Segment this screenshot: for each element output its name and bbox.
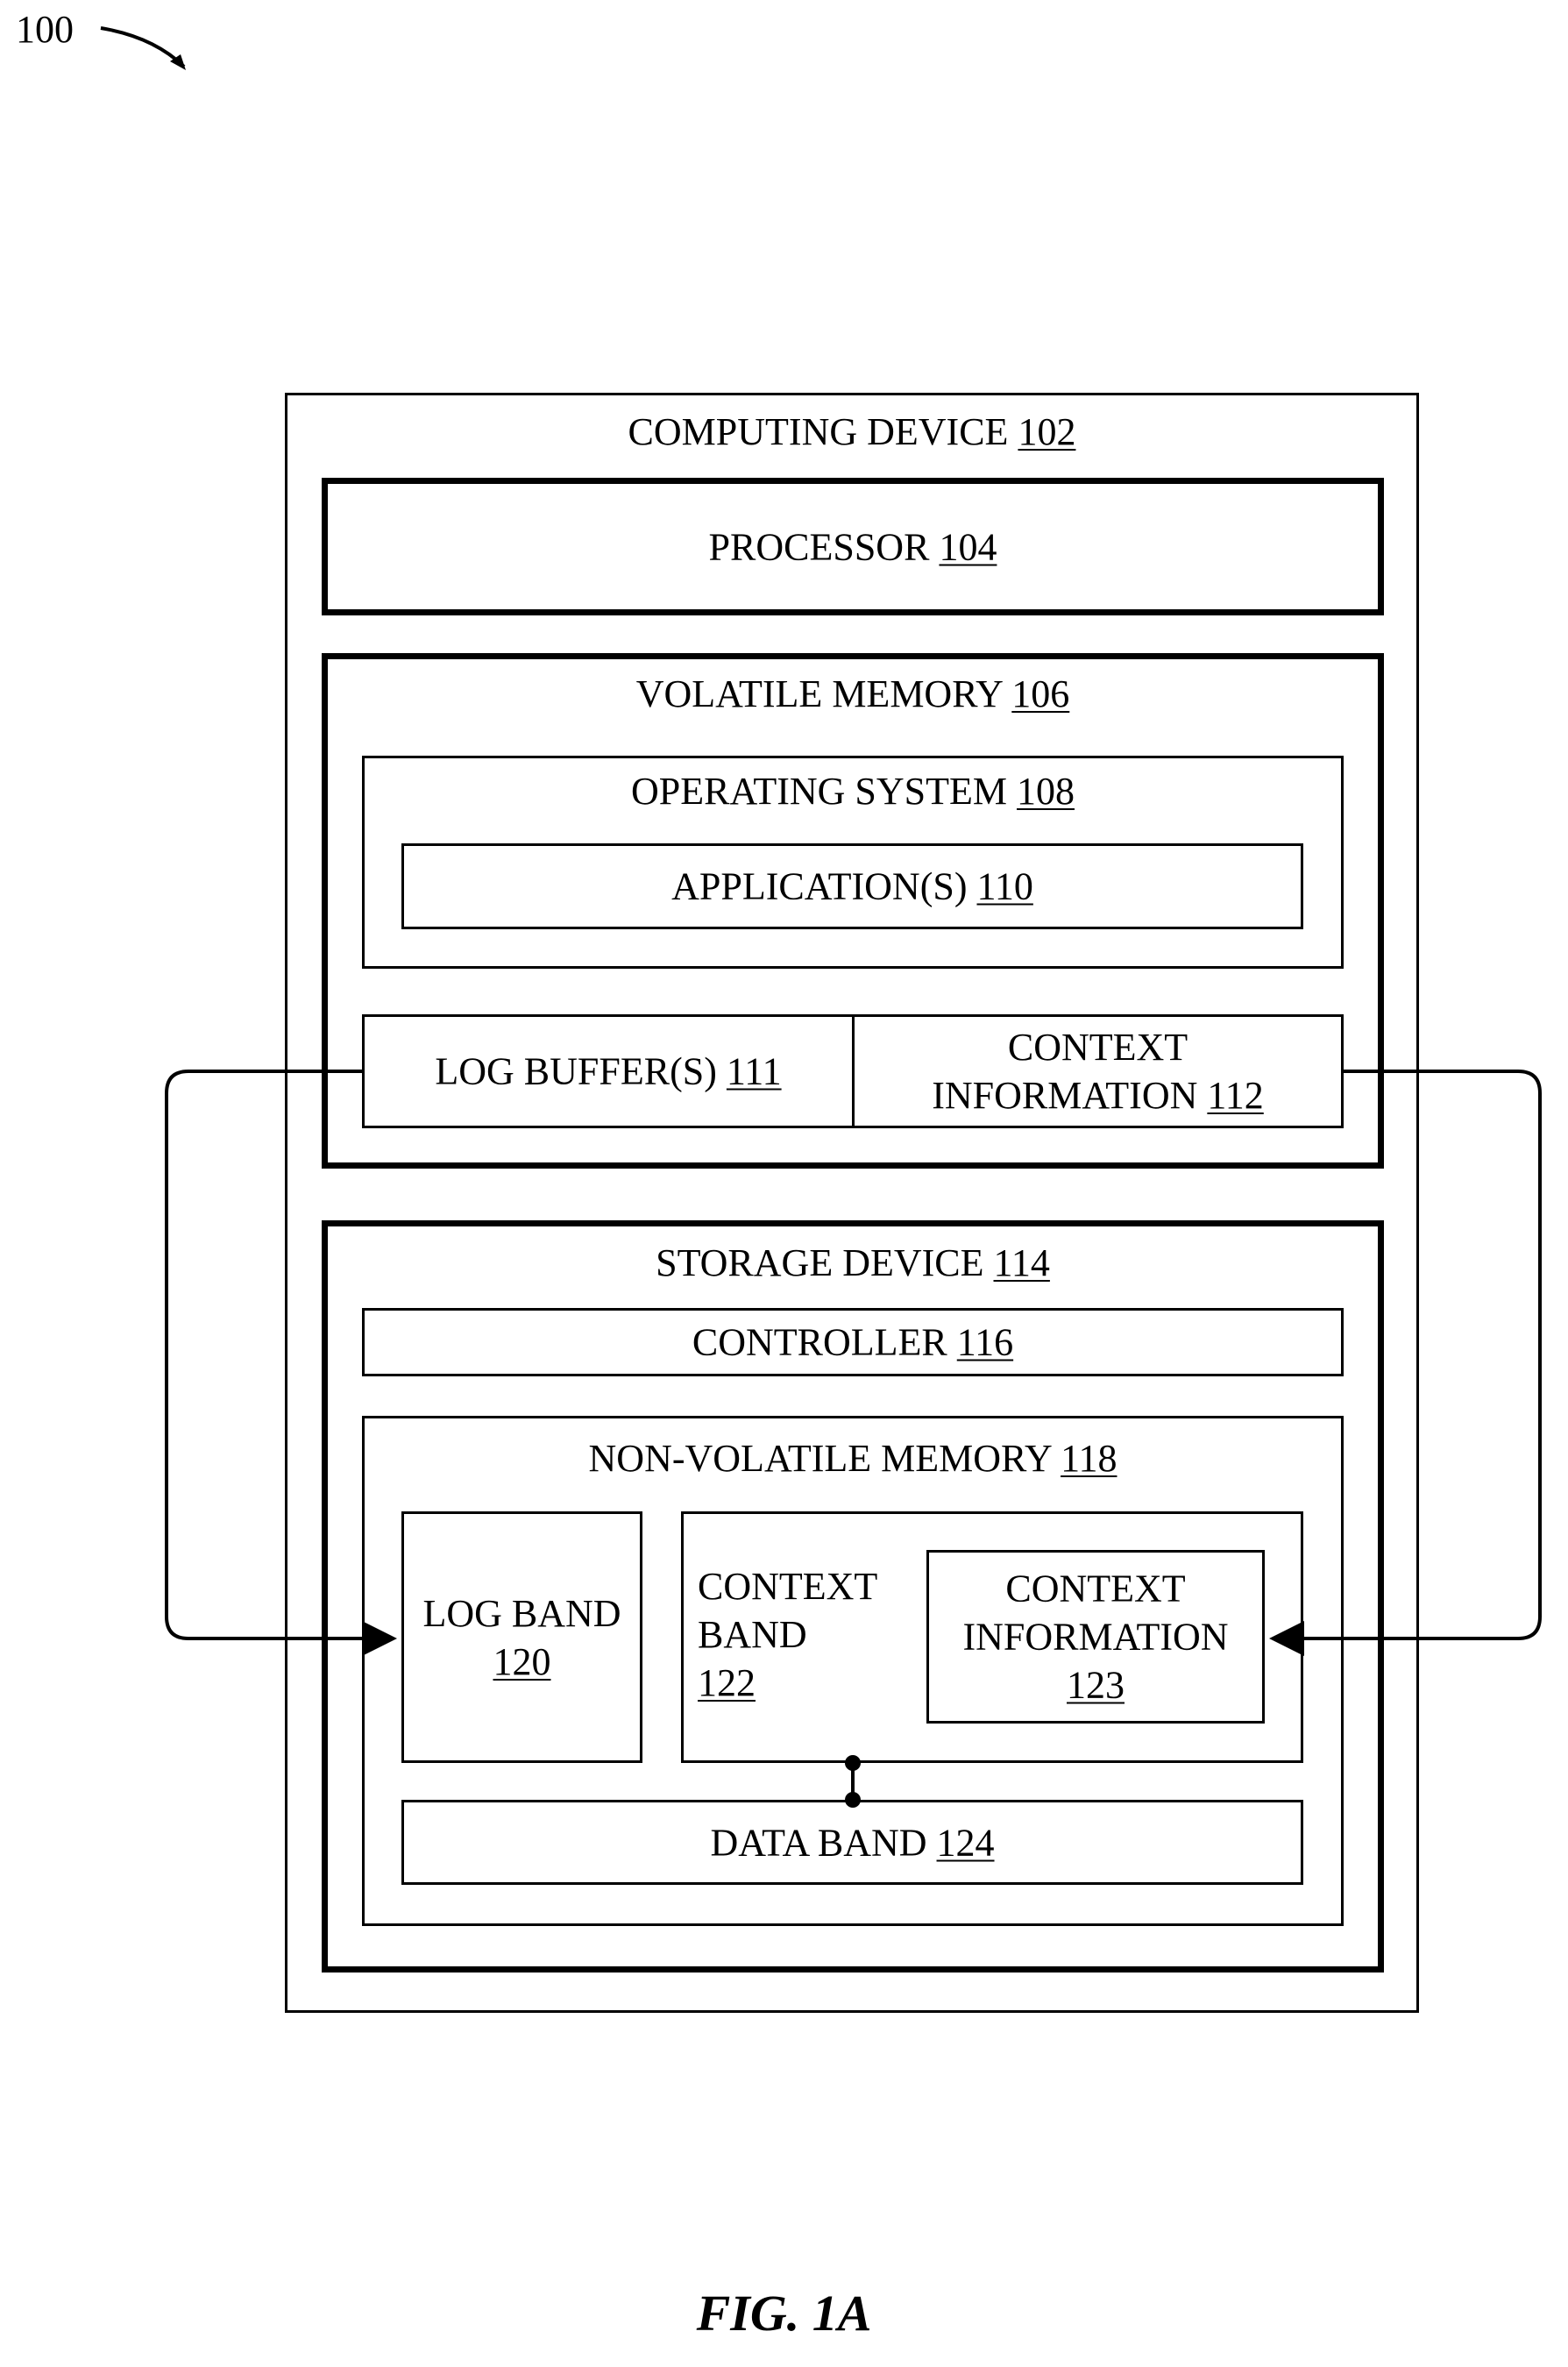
context-information-123-box: CONTEXT INFORMATION 123 [926,1550,1265,1724]
figure-caption: FIG. 1A [0,2284,1568,2342]
controller-box: CONTROLLER 116 [362,1308,1344,1376]
log-band-label: LOG BAND 120 [404,1589,640,1686]
log-buffers-box: LOG BUFFER(S) 111 [362,1014,855,1128]
computing-device-label: COMPUTING DEVICE 102 [287,408,1416,456]
data-band-label: DATA BAND 124 [404,1818,1301,1866]
non-volatile-memory-label: NON-VOLATILE MEMORY 118 [365,1434,1341,1482]
figure-reference-number: 100 [16,7,74,52]
applications-box: APPLICATION(S) 110 [401,843,1303,929]
data-band-box: DATA BAND 124 [401,1800,1303,1885]
volatile-memory-label: VOLATILE MEMORY 106 [328,670,1378,718]
operating-system-label: OPERATING SYSTEM 108 [365,767,1341,815]
controller-label: CONTROLLER 116 [365,1319,1341,1367]
applications-label: APPLICATION(S) 110 [404,863,1301,911]
log-buffers-label: LOG BUFFER(S) 111 [365,1048,852,1096]
log-band-box: LOG BAND 120 [401,1511,642,1763]
context-band-label: CONTEXT BAND 122 [698,1562,877,1707]
figure-reference-arrow [101,28,184,67]
context-information-123-label: CONTEXT INFORMATION 123 [929,1565,1262,1710]
processor-label: PROCESSOR 104 [328,522,1378,571]
figure-reference-arrowhead [170,54,186,70]
context-information-112-box: CONTEXT INFORMATION 112 [852,1014,1344,1128]
storage-device-label: STORAGE DEVICE 114 [328,1239,1378,1287]
processor-box: PROCESSOR 104 [322,478,1384,615]
context-information-112-label: CONTEXT INFORMATION 112 [855,1023,1341,1120]
